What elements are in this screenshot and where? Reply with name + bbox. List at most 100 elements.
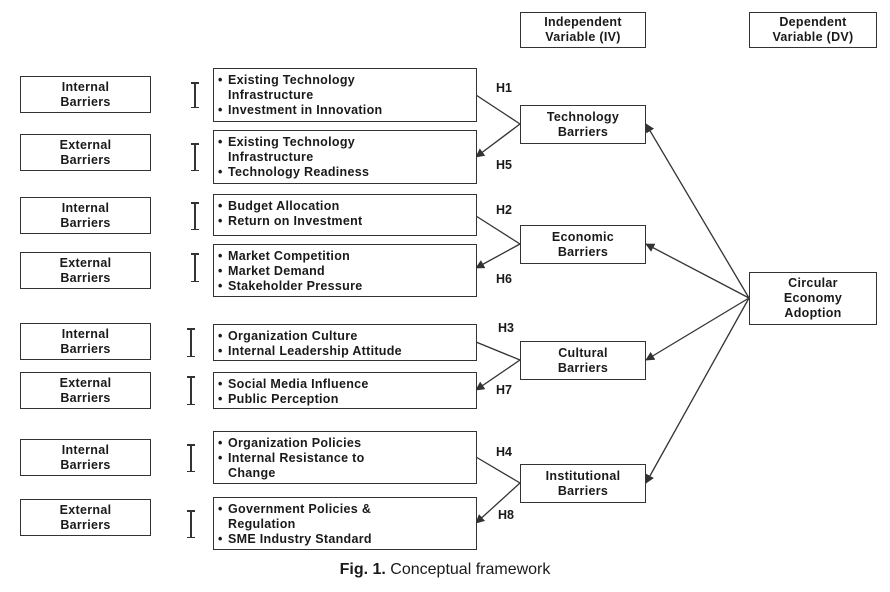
link-dv-economic <box>645 243 750 299</box>
hypothesis-label: H2 <box>496 203 512 217</box>
iv-label: Economic <box>551 229 615 244</box>
category-label: Internal <box>61 79 110 94</box>
category-box-external: External Barriers <box>20 499 151 536</box>
iv-label: Cultural <box>558 345 608 360</box>
iv-label: Barriers <box>557 360 609 375</box>
item-continuation: Infrastructure <box>228 150 314 164</box>
category-label: Internal <box>61 442 110 457</box>
iv-box-technology: Technology Barriers <box>520 105 646 144</box>
item-bullet: Public Perception <box>218 392 472 407</box>
iv-label: Barriers <box>557 124 609 139</box>
hypothesis-label: H5 <box>496 158 512 172</box>
item-bullet: SME Industry Standard <box>218 532 472 547</box>
link-h2 <box>475 215 521 245</box>
item-box: Market Competition Market Demand Stakeho… <box>213 244 477 297</box>
item-bullet: Organization Culture <box>218 329 472 344</box>
item-bullet: Existing Technology <box>218 73 472 88</box>
category-box-internal: Internal Barriers <box>20 439 151 476</box>
figure-caption: Fig. 1. Conceptual framework <box>0 561 890 579</box>
link-h7 <box>475 359 521 391</box>
category-label: Barriers <box>60 457 111 472</box>
item-continuation: Change <box>228 466 276 480</box>
category-box-internal: Internal Barriers <box>20 76 151 113</box>
link-h8 <box>475 482 521 524</box>
header-dv-line-1: Dependent <box>779 15 847 29</box>
item-box: Government Policies & Regulation SME Ind… <box>213 497 477 550</box>
item-box: Existing Technology Infrastructure Techn… <box>213 130 477 184</box>
item-bullet: Stakeholder Pressure <box>218 279 472 294</box>
hypothesis-label: H8 <box>498 508 514 522</box>
category-label: Barriers <box>60 517 111 532</box>
category-label: External <box>59 137 112 152</box>
category-label: Barriers <box>60 341 111 356</box>
item-bullet: Investment in Innovation <box>218 103 472 118</box>
item-bullet: Technology Readiness <box>218 165 472 180</box>
dv-box-circular-economy-adoption: Circular Economy Adoption <box>749 272 877 325</box>
category-label: External <box>59 375 112 390</box>
category-label: Barriers <box>60 270 111 285</box>
item-box: Organization Policies Internal Resistanc… <box>213 431 477 484</box>
hypothesis-label: H3 <box>498 321 514 335</box>
header-dv-line-2: Variable (DV) <box>772 30 854 44</box>
dv-label: Economy <box>783 291 843 305</box>
item-bullet: Market Demand <box>218 264 472 279</box>
iv-box-cultural: Cultural Barriers <box>520 341 646 380</box>
item-bullet: Government Policies & <box>218 502 472 517</box>
link-h6 <box>475 243 521 269</box>
header-dependent-variable: Dependent Variable (DV) <box>749 12 877 48</box>
hypothesis-label: H4 <box>496 445 512 459</box>
item-continuation: Infrastructure <box>228 88 314 102</box>
item-box: Organization Culture Internal Leadership… <box>213 324 477 361</box>
item-continuation: Regulation <box>228 517 296 531</box>
bracket-divider <box>191 202 199 230</box>
category-label: Internal <box>61 326 110 341</box>
header-independent-variable: Independent Variable (IV) <box>520 12 646 48</box>
category-label: Barriers <box>60 152 111 167</box>
figure-caption-label: Fig. 1. <box>339 561 386 578</box>
category-box-external: External Barriers <box>20 252 151 289</box>
category-label: External <box>59 502 112 517</box>
bracket-divider <box>191 253 199 282</box>
iv-label: Institutional <box>545 468 621 483</box>
bracket-divider <box>191 82 199 108</box>
category-label: External <box>59 255 112 270</box>
category-box-external: External Barriers <box>20 372 151 409</box>
dv-label: Circular <box>788 276 838 290</box>
item-bullet: Budget Allocation <box>218 199 472 214</box>
link-dv-cultural <box>645 297 750 361</box>
hypothesis-label: H1 <box>496 81 512 95</box>
category-label: Barriers <box>60 94 111 109</box>
item-bullet: Internal Leadership Attitude <box>218 344 472 359</box>
link-h3 <box>475 341 521 361</box>
iv-box-institutional: Institutional Barriers <box>520 464 646 503</box>
dv-label: Adoption <box>784 306 842 320</box>
item-bullet: Existing Technology <box>218 135 472 150</box>
item-bullet: Internal Resistance to <box>218 451 472 466</box>
hypothesis-label: H6 <box>496 272 512 286</box>
iv-label: Barriers <box>557 244 609 259</box>
item-bullet: Market Competition <box>218 249 472 264</box>
iv-label: Technology <box>546 109 620 124</box>
bracket-divider <box>187 328 195 357</box>
item-box: Existing Technology Infrastructure Inves… <box>213 68 477 122</box>
category-label: Barriers <box>60 390 111 405</box>
item-box: Budget Allocation Return on Investment <box>213 194 477 236</box>
link-dv-technology <box>645 123 750 299</box>
header-iv-line-2: Variable (IV) <box>545 30 621 44</box>
bracket-divider <box>191 143 199 171</box>
iv-label: Barriers <box>557 483 609 498</box>
link-dv-institutional <box>645 297 750 484</box>
bracket-divider <box>187 444 195 472</box>
iv-box-economic: Economic Barriers <box>520 225 646 264</box>
link-h4 <box>475 456 521 484</box>
figure-caption-text: Conceptual framework <box>385 561 551 578</box>
link-h5 <box>475 123 521 158</box>
item-bullet: Return on Investment <box>218 214 472 229</box>
item-bullet: Organization Policies <box>218 436 472 451</box>
category-box-internal: Internal Barriers <box>20 323 151 360</box>
category-label: Barriers <box>60 215 111 230</box>
category-box-internal: Internal Barriers <box>20 197 151 234</box>
hypothesis-label: H7 <box>496 383 512 397</box>
bracket-divider <box>187 510 195 538</box>
